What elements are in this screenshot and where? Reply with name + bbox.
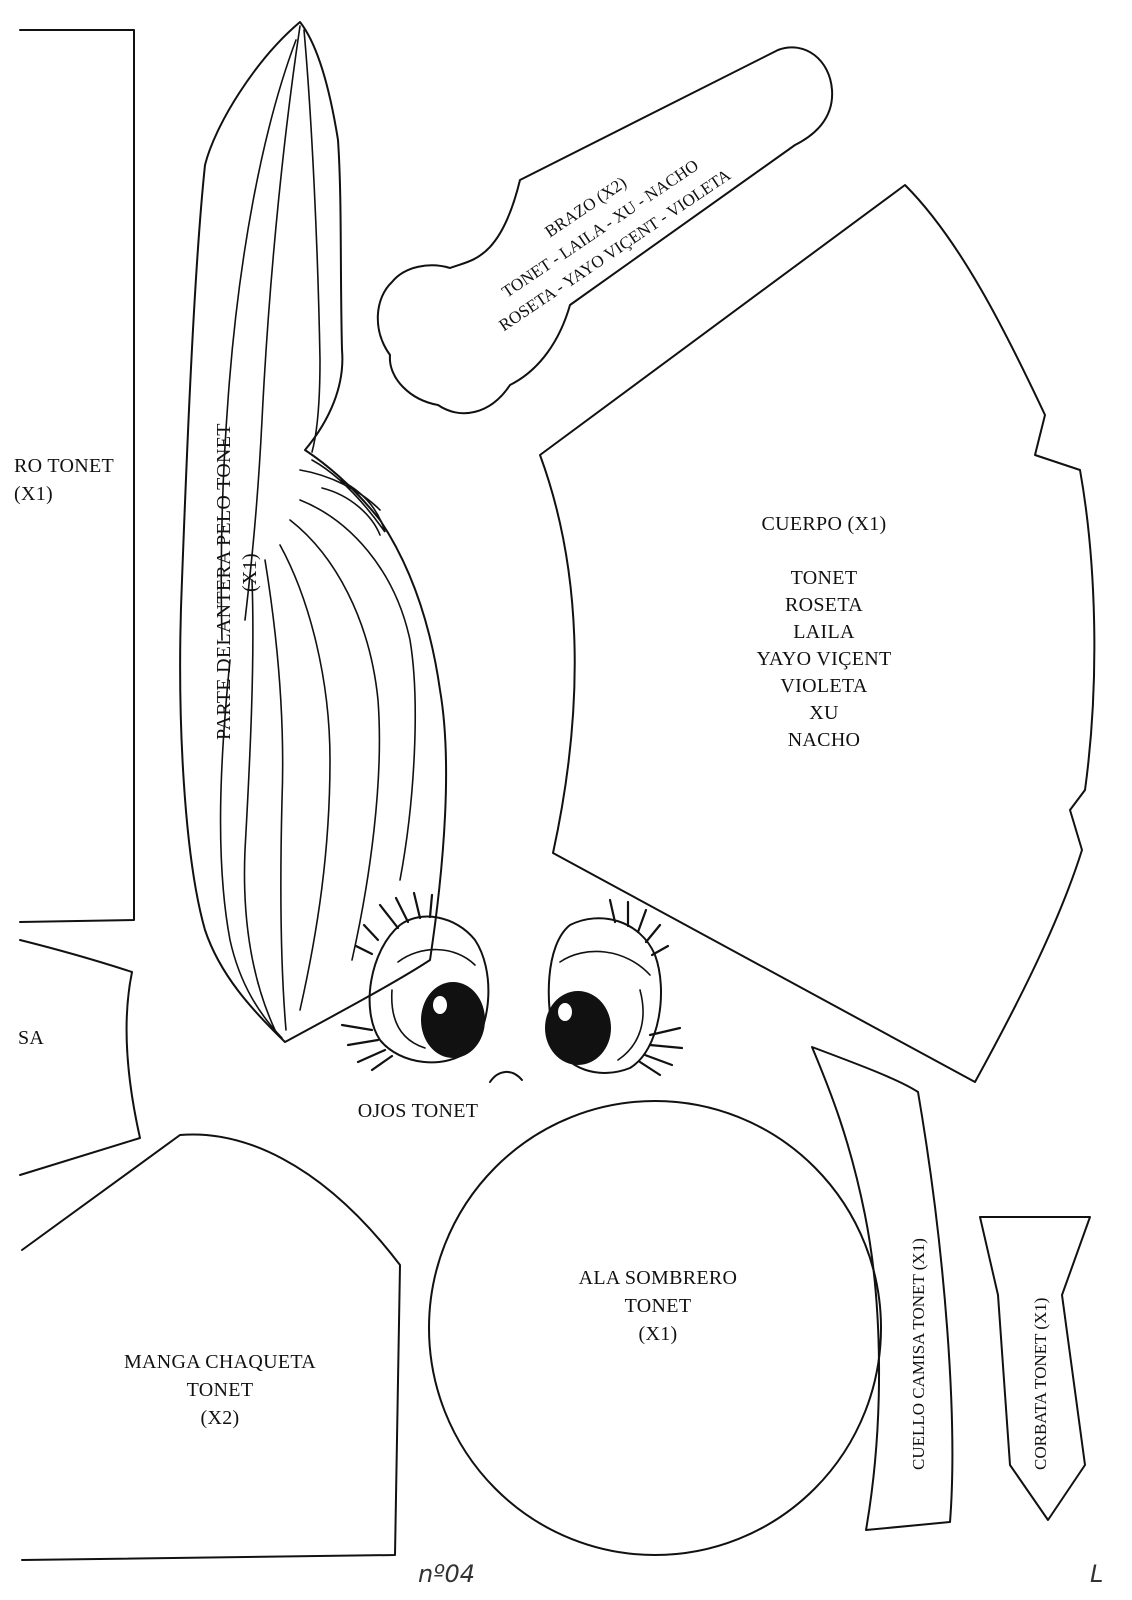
body-name-4: YAYO VIÇENT — [757, 648, 892, 670]
body-title: CUERPO (X1) — [762, 513, 887, 535]
body-name-3: LAILA — [793, 621, 855, 643]
body-name-1: TONET — [791, 567, 858, 589]
body-piece: CUERPO (X1) TONET ROSETA LAILA YAYO VIÇE… — [539, 184, 1096, 1083]
hat-brim-label-3: (X1) — [639, 1323, 678, 1345]
hair-front-label-1: PARTE DELANTERA PELO TONET — [213, 423, 235, 740]
right-pupil — [545, 991, 611, 1065]
body-name-6: XU — [809, 702, 839, 724]
body-name-7: NACHO — [788, 729, 861, 751]
collar-label: CUELLO CAMISA TONET (X1) — [909, 1238, 928, 1470]
page-number-handwritten: nº04 — [418, 1560, 475, 1588]
corner-mark-handwritten: L — [1090, 1560, 1103, 1588]
left-piece-label-1: RO TONET — [14, 455, 114, 477]
eyes-piece: OJOS TONET — [340, 891, 684, 1122]
arm-label-group: BRAZO (X2) TONET - LAILA - XU - NACHO RO… — [495, 156, 734, 335]
nose-mark — [489, 1071, 523, 1083]
body-name-5: VIOLETA — [780, 675, 867, 697]
hair-front-label-2: (X1) — [239, 553, 261, 592]
left-small-piece-partial: SA — [18, 939, 141, 1176]
arm-piece: BRAZO (X2) TONET - LAILA - XU - NACHO RO… — [376, 46, 834, 415]
left-pupil — [421, 982, 485, 1058]
left-piece-label-2: (X1) — [14, 483, 53, 505]
eyes-label: OJOS TONET — [358, 1100, 479, 1122]
arm-label-2: TONET - LAILA - XU - NACHO — [498, 156, 701, 302]
left-small-piece-label: SA — [18, 1027, 44, 1049]
hat-brim-label-1: ALA SOMBRERO — [579, 1267, 738, 1289]
left-piece-partial: RO TONET (X1) — [14, 29, 135, 923]
hat-brim-piece: ALA SOMBRERO TONET (X1) — [428, 1100, 882, 1556]
sleeve-label-3: (X2) — [201, 1407, 240, 1429]
hair-front-piece: PARTE DELANTERA PELO TONET (X1) — [179, 21, 448, 1043]
hat-brim-label-2: TONET — [625, 1295, 692, 1317]
sleeve-label-1: MANGA CHAQUETA — [124, 1351, 316, 1373]
sleeve-piece: MANGA CHAQUETA TONET (X2) — [21, 1133, 401, 1561]
tie-piece: CORBATA TONET (X1) — [979, 1216, 1091, 1521]
sleeve-label-2: TONET — [187, 1379, 254, 1401]
tie-label: CORBATA TONET (X1) — [1031, 1298, 1050, 1470]
collar-piece: CUELLO CAMISA TONET (X1) — [811, 1046, 954, 1531]
body-name-2: ROSETA — [785, 594, 863, 616]
